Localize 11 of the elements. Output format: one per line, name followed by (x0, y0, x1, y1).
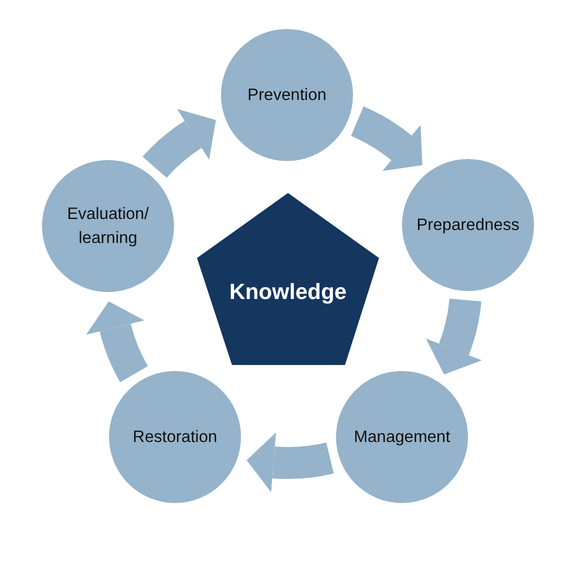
stage-label: Preparedness (416, 215, 520, 236)
stage-label: Management (354, 427, 450, 448)
curved-arrow (350, 106, 423, 172)
center-label: Knowledge (229, 279, 347, 305)
stage-label: Restoration (132, 427, 218, 448)
curved-arrow (86, 302, 148, 382)
stage-label: Evaluation/ learning (66, 204, 150, 249)
curved-arrow (426, 298, 482, 375)
pentagon-shape (197, 193, 379, 365)
curved-arrow (246, 432, 334, 492)
stage-label: Prevention (248, 85, 326, 106)
